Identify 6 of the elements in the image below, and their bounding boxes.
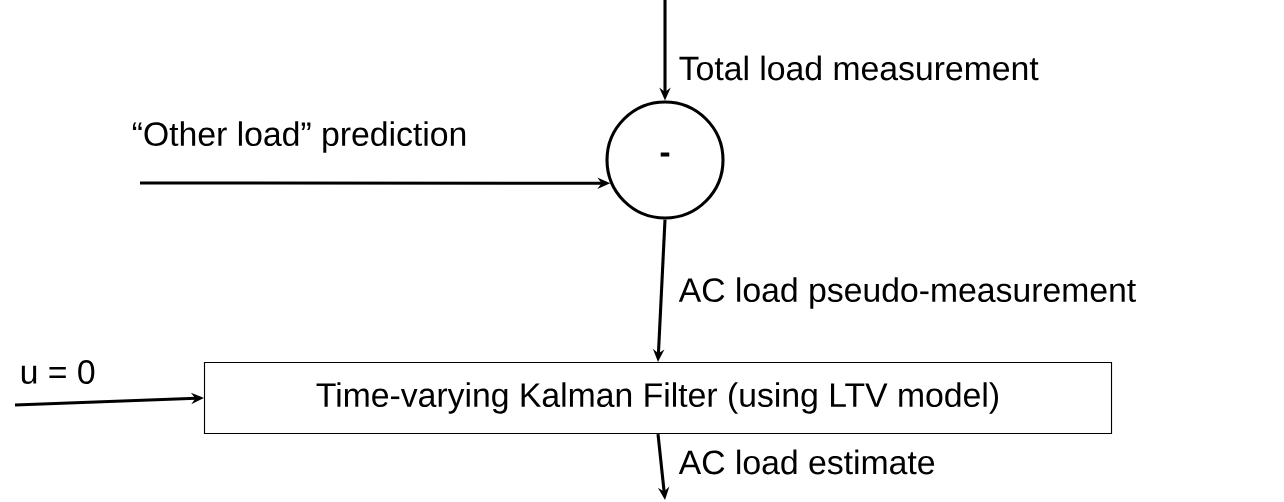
edge-label: Total load measurement <box>677 54 1041 82</box>
edge-label: u = 0 <box>18 358 98 386</box>
edge-label: AC load pseudo-measurement <box>677 275 1138 311</box>
process-box: Time-varying Kalman Filter (using LTV model) <box>203 361 1113 435</box>
edge-label: AC load estimate <box>677 448 938 476</box>
edge-label: “Other load” prediction <box>130 119 469 155</box>
